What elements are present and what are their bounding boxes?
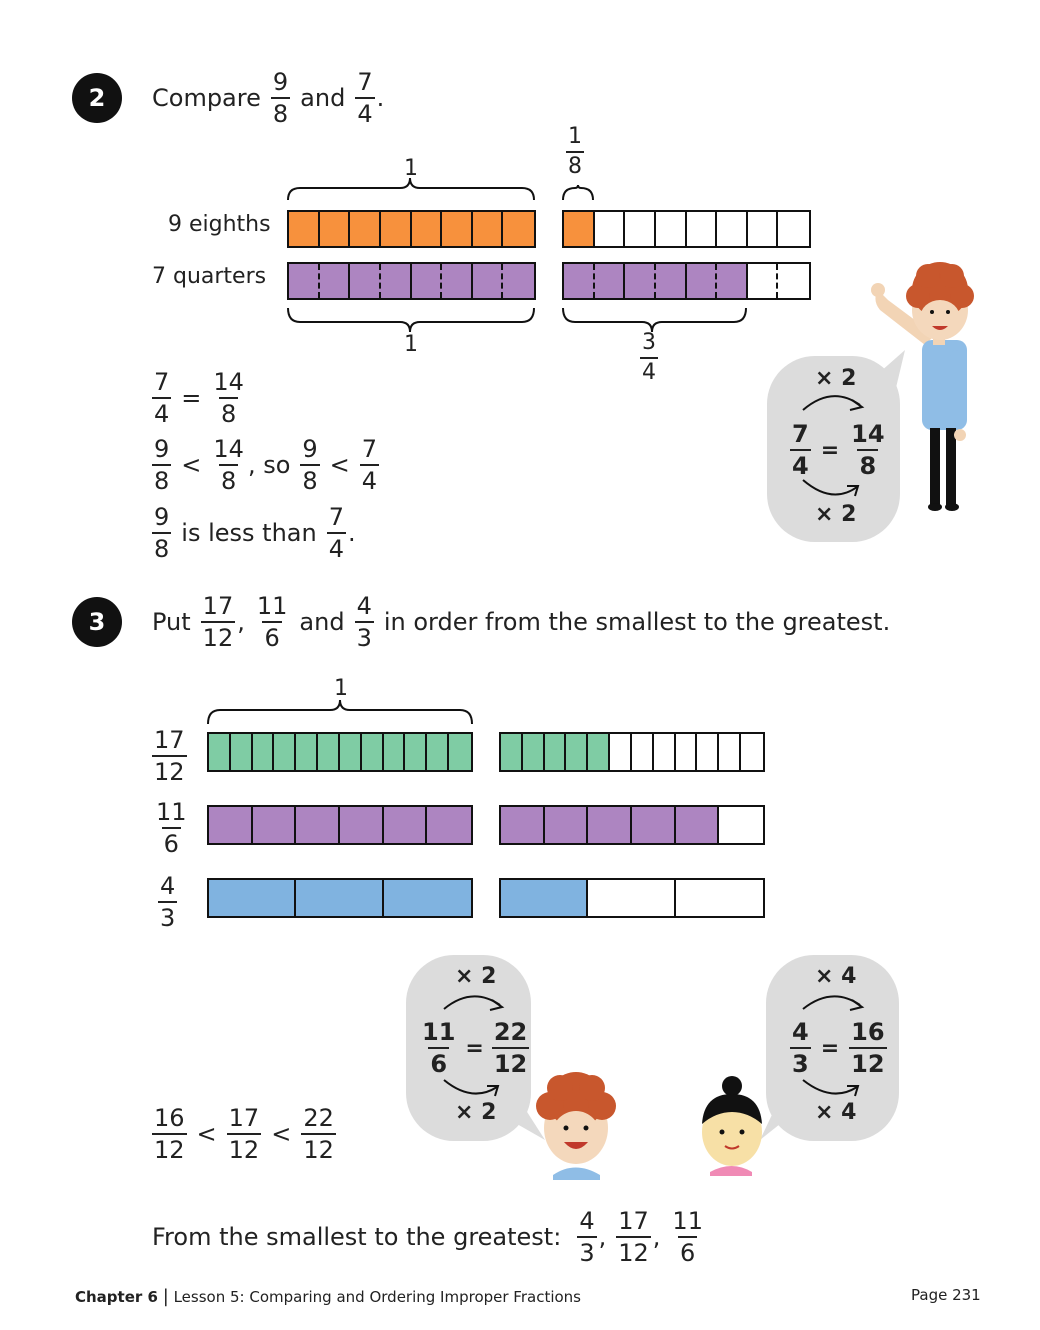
- compare-word: Compare: [152, 84, 261, 112]
- bar-quarters-whole: [287, 262, 536, 300]
- label-one-q3: 1: [334, 676, 348, 701]
- row-label-7-quarters: 7 quarters: [152, 264, 267, 289]
- times-two-top-left: × 2: [455, 964, 497, 989]
- times-two-bottom-left: × 2: [455, 1100, 497, 1125]
- bar-twelfths-partial: [499, 732, 765, 772]
- bar-quarters-partial: [562, 262, 811, 300]
- bar-eighths-whole: [287, 210, 536, 248]
- bar-thirds-whole: [207, 878, 473, 918]
- times-two-top: × 2: [815, 366, 857, 391]
- footer-page-number: Page 231: [911, 1286, 981, 1304]
- label-one-bottom: 1: [404, 332, 418, 357]
- row-label-9-eighths: 9 eighths: [168, 212, 271, 237]
- bar-eighths-partial: [562, 210, 811, 248]
- question-number-badge-3: 3: [72, 597, 122, 647]
- footer-chapter-info: Chapter 6 | Lesson 5: Comparing and Orde…: [75, 1286, 581, 1307]
- bar-twelfths-whole: [207, 732, 473, 772]
- bar-sixths-partial: [499, 805, 765, 845]
- times-two-bottom: × 2: [815, 502, 857, 527]
- bar-sixths-whole: [207, 805, 473, 845]
- bar-thirds-partial: [499, 878, 765, 918]
- question-number-badge: 2: [72, 73, 122, 123]
- label-one-top: 1: [404, 156, 418, 181]
- times-four-bottom: × 4: [815, 1100, 857, 1125]
- times-four-top: × 4: [815, 964, 857, 989]
